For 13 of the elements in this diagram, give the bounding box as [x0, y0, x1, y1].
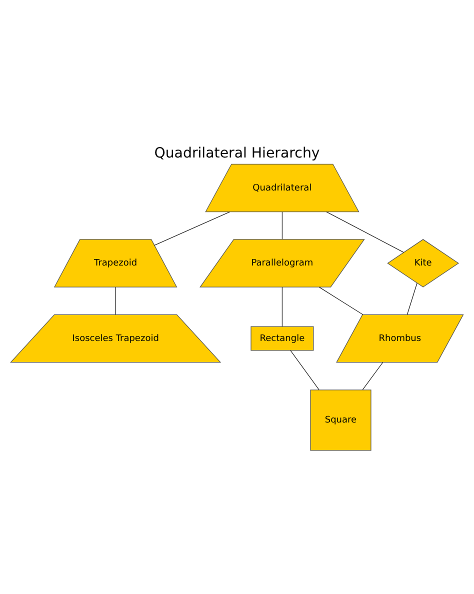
connector [154, 211, 230, 246]
node-box: Rectangle [250, 326, 314, 351]
connector [362, 362, 384, 390]
connector [290, 350, 320, 390]
connector [282, 211, 283, 240]
connector [282, 286, 283, 327]
connector [406, 282, 418, 315]
connector [326, 211, 404, 253]
diagram-title: Quadrilateral Hierarchy [154, 145, 320, 162]
node-box: Square [310, 390, 372, 451]
connector [115, 286, 116, 315]
node-diamond: Kite [387, 239, 460, 288]
connector [318, 286, 364, 315]
